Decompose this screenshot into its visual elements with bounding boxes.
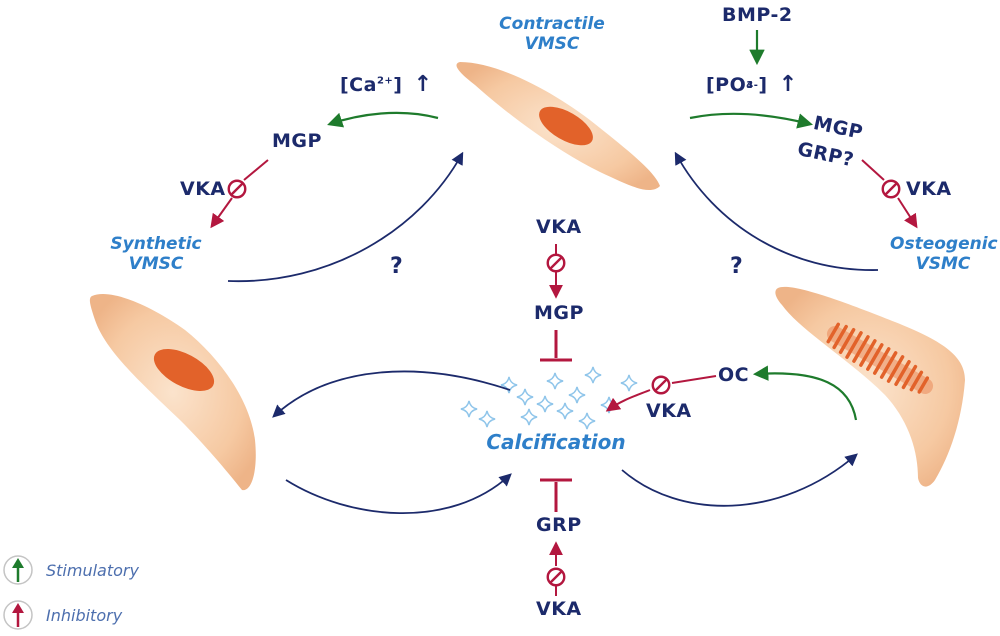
osteogenic-cell <box>775 286 965 487</box>
crystal <box>460 400 478 418</box>
crystal <box>620 374 638 392</box>
crystal <box>584 366 602 384</box>
contractile-cell <box>456 62 660 191</box>
crystal <box>500 376 518 394</box>
contractile-label: Contractile VMSC <box>499 14 605 54</box>
vka-left-label: VKA <box>180 178 226 200</box>
calcification-crystals <box>460 366 638 430</box>
contractile-nucleus <box>539 106 593 146</box>
oc-label: OC <box>718 364 750 386</box>
grp-center-label: GRP <box>536 514 582 536</box>
arrow-oc-forbid-to-calcification <box>605 389 651 412</box>
vka-oc-label: VKA <box>646 400 692 422</box>
crystal <box>578 412 596 430</box>
bmp2-label: BMP-2 <box>722 4 793 26</box>
calcification-label: Calcification <box>486 430 626 454</box>
synthetic-cell <box>89 294 256 491</box>
arrow-vka-right-to-osteogenic <box>897 197 918 229</box>
link-mgp-right <box>861 159 885 181</box>
crystal <box>546 372 564 390</box>
link-oc-to-forbid <box>671 375 717 384</box>
mgp-inhibits-calcification <box>540 330 572 362</box>
vka-right-label: VKA <box>906 178 952 200</box>
arrow-osteogenic-to-oc <box>752 365 858 421</box>
up-arrow-icon: ↑ <box>413 72 433 97</box>
up-arrow-icon: ↑ <box>778 72 798 97</box>
arrow-calcification-to-synthetic <box>272 370 511 418</box>
crystal <box>568 386 586 404</box>
vka-top-center-label: VKA <box>536 216 582 238</box>
arrow-vka-left-to-synthetic <box>210 197 233 229</box>
arrow-synthetic-to-calcification <box>285 473 512 515</box>
arrow-contractile-to-ca <box>327 111 439 128</box>
question-right-label: ? <box>730 254 744 279</box>
crystal <box>520 408 538 426</box>
mgp-left-label: MGP <box>272 130 322 152</box>
synthetic-nucleus <box>153 349 215 391</box>
arrow-synthetic-to-contractile <box>227 151 464 283</box>
forbid-icon <box>651 375 671 395</box>
crystal <box>516 388 534 406</box>
forbid-icon <box>546 567 566 587</box>
legend-inhibitory-label: Inhibitory <box>46 606 123 625</box>
forbid-icon <box>881 179 901 199</box>
osteogenic-mineral-deposit <box>826 322 934 394</box>
question-left-label: ? <box>390 254 404 279</box>
arrow-calcification-to-osteogenic <box>621 453 858 507</box>
arrow-osteogenic-to-contractile <box>674 151 879 271</box>
synthetic-label: Synthetic VMSC <box>110 234 202 274</box>
osteogenic-label: Osteogenic VSMC <box>890 234 998 274</box>
mgp-center-label: MGP <box>534 302 584 324</box>
green-up-arrow-icon <box>3 555 33 585</box>
crystal <box>556 402 574 420</box>
link-mgp-left <box>243 159 269 181</box>
grp-inhibits-calcification <box>540 478 572 512</box>
crystal <box>536 395 554 413</box>
vka-bottom-center-label: VKA <box>536 598 582 620</box>
ca-label: [Ca2+] ↑ <box>340 72 433 97</box>
forbid-icon <box>227 179 247 199</box>
crystal <box>478 410 496 428</box>
forbid-icon <box>546 253 566 273</box>
legend-stimulatory-label: Stimulatory <box>46 561 139 580</box>
red-up-arrow-icon <box>3 600 33 630</box>
arrow-contractile-to-mgp-grp <box>689 112 813 129</box>
